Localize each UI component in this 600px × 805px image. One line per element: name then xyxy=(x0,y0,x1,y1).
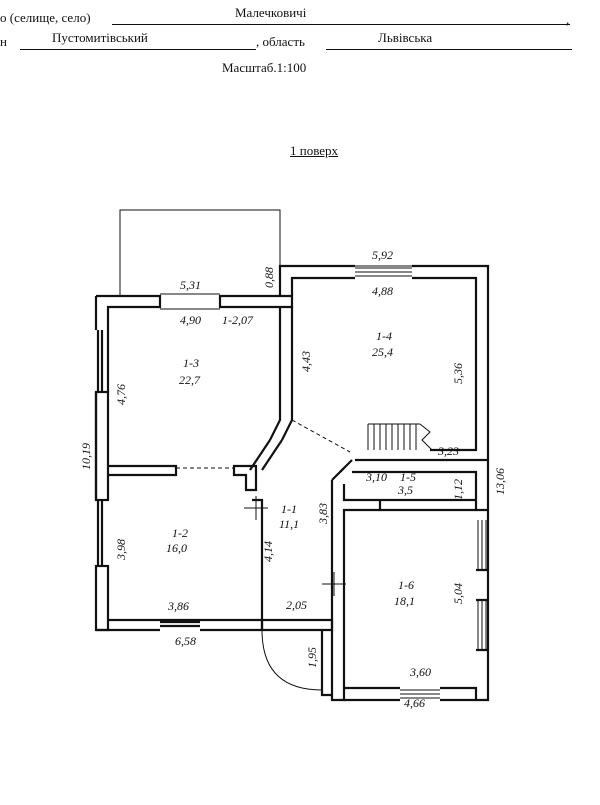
room-number: 1-2 xyxy=(172,526,188,540)
dim-label: 5,31 xyxy=(180,278,201,292)
wall-mid-stub xyxy=(232,464,258,492)
wall-left-top-r xyxy=(218,294,294,309)
room-number: 1-1 xyxy=(281,502,297,516)
dim-label: 1,95 xyxy=(305,647,319,668)
settlement-underline xyxy=(112,24,570,25)
dim-label: 4,88 xyxy=(372,284,393,298)
stairs xyxy=(367,423,433,451)
wall-left-pier2 xyxy=(94,564,110,632)
wall-16-right-piers xyxy=(476,508,488,652)
wall-left-window-lines xyxy=(96,330,104,566)
room-area: 11,1 xyxy=(279,517,299,531)
floor-title: 1 поверх xyxy=(290,143,339,158)
dim-label: 3,98 xyxy=(114,539,128,561)
dim-label: 4,76 xyxy=(114,384,128,405)
region-underline xyxy=(326,49,572,50)
window-14-top xyxy=(355,267,412,277)
wall-entrance xyxy=(262,618,334,632)
room-number: 1-6 xyxy=(398,578,414,592)
settlement-value: Малечковичі xyxy=(235,5,307,20)
dim-label: 4,90 xyxy=(180,313,201,327)
porch-arc xyxy=(261,629,323,691)
dim-label: 3,23 xyxy=(437,444,459,458)
dimension-tick-lines xyxy=(160,265,430,310)
wall-14-inner xyxy=(290,276,478,452)
room-number: 1-5 xyxy=(400,470,416,484)
wall-left-side-upper xyxy=(94,296,110,500)
dim-label: 0,88 xyxy=(262,267,276,288)
dim-label: 5,36 xyxy=(451,363,465,384)
room-number: 1-3 xyxy=(183,356,199,370)
room-area: 22,7 xyxy=(179,373,201,387)
annotation-label: 1-2,07 xyxy=(222,313,254,327)
district-value: Пустомитівський xyxy=(52,30,148,45)
wall-inner-vertical xyxy=(252,498,264,630)
settlement-comma: , xyxy=(566,12,570,27)
dim-label: 5,04 xyxy=(451,583,465,604)
settlement-label: о (селище, село) xyxy=(0,10,91,25)
wall-diagonal xyxy=(249,439,283,471)
dim-label: 13,06 xyxy=(493,468,507,495)
wall-right-outer xyxy=(476,460,490,702)
wall-left-top xyxy=(96,294,162,330)
district-underline xyxy=(20,49,256,50)
dim-label: 4,43 xyxy=(299,351,313,372)
room-area: 25,4 xyxy=(372,345,393,359)
room-area: 16,0 xyxy=(166,541,187,555)
scale-label: Масштаб.1:100 xyxy=(222,60,307,75)
wall-15-bottom xyxy=(378,500,478,512)
wall-16-left xyxy=(330,508,380,702)
dim-label: 4,66 xyxy=(404,696,425,710)
window-16-bottom xyxy=(400,689,440,699)
region-value: Львівська xyxy=(378,30,433,45)
dim-label: 1,12 xyxy=(451,479,465,500)
wall-bottom-window xyxy=(160,620,200,628)
dim-label: 2,05 xyxy=(286,598,307,612)
terrace-outline xyxy=(119,209,281,296)
dashed-opening-2 xyxy=(291,419,351,453)
dim-label: 10,19 xyxy=(79,443,93,470)
wall-left-pier xyxy=(94,390,110,502)
cross-mark-2 xyxy=(322,572,346,596)
dim-label: 3,86 xyxy=(167,599,189,613)
dim-label: 5,92 xyxy=(372,248,393,262)
window-16-right xyxy=(477,520,487,650)
cross-mark-1 xyxy=(244,496,268,520)
dim-label: 3,83 xyxy=(316,503,330,525)
wall-15-left xyxy=(330,467,476,600)
wall-mid-horizontal xyxy=(108,464,178,477)
dim-label: 3,60 xyxy=(409,665,431,679)
room-number: 1-4 xyxy=(376,329,392,343)
room-area: 3,5 xyxy=(397,483,413,497)
dim-label: 3,10 xyxy=(365,470,387,484)
wall-14-left xyxy=(269,307,294,441)
district-label: н xyxy=(0,34,7,49)
dim-label: 6,58 xyxy=(175,634,196,648)
region-label: , область xyxy=(256,34,305,49)
wall-16-bottom xyxy=(344,686,478,702)
porch-wall xyxy=(320,630,332,697)
dim-label: 4,14 xyxy=(261,541,275,562)
room-area: 18,1 xyxy=(394,594,415,608)
